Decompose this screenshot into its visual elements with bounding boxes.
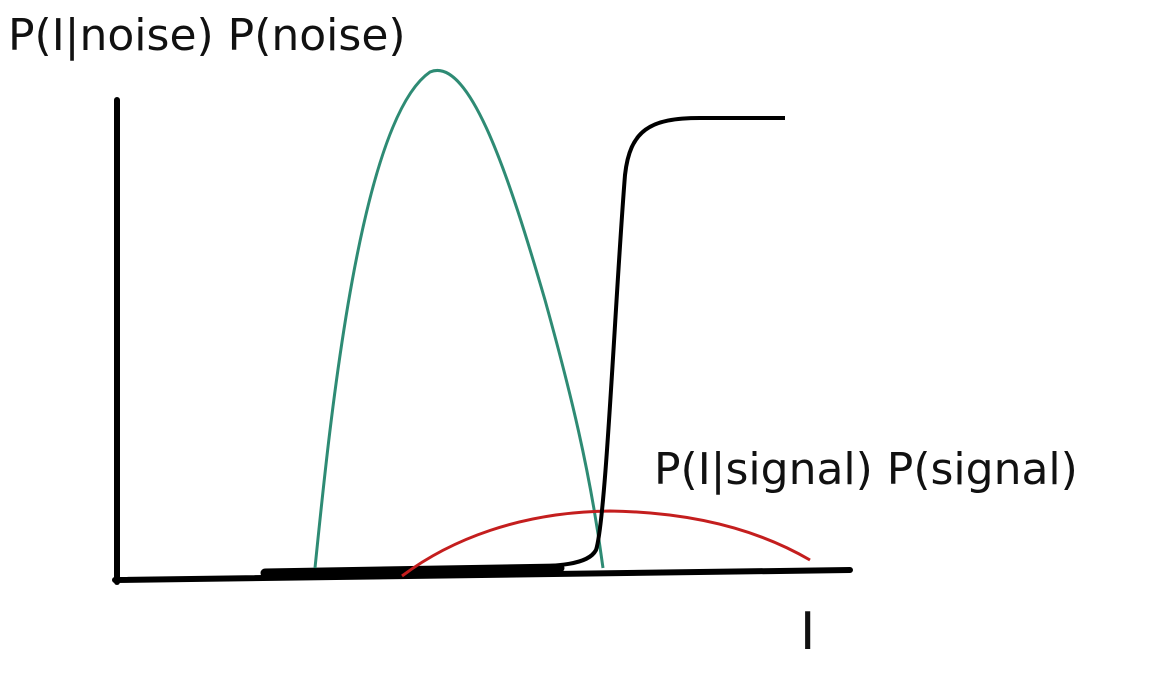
x-axis-label: I: [800, 602, 816, 662]
signal-curve: [401, 509, 811, 578]
threshold-curve: [509, 116, 785, 570]
signal-term-label: P(I|signal) P(signal): [654, 444, 1078, 495]
noise-curve: [313, 68, 605, 569]
x-axis: [112, 567, 853, 583]
noise-term-label: P(I|noise) P(noise): [8, 10, 406, 61]
